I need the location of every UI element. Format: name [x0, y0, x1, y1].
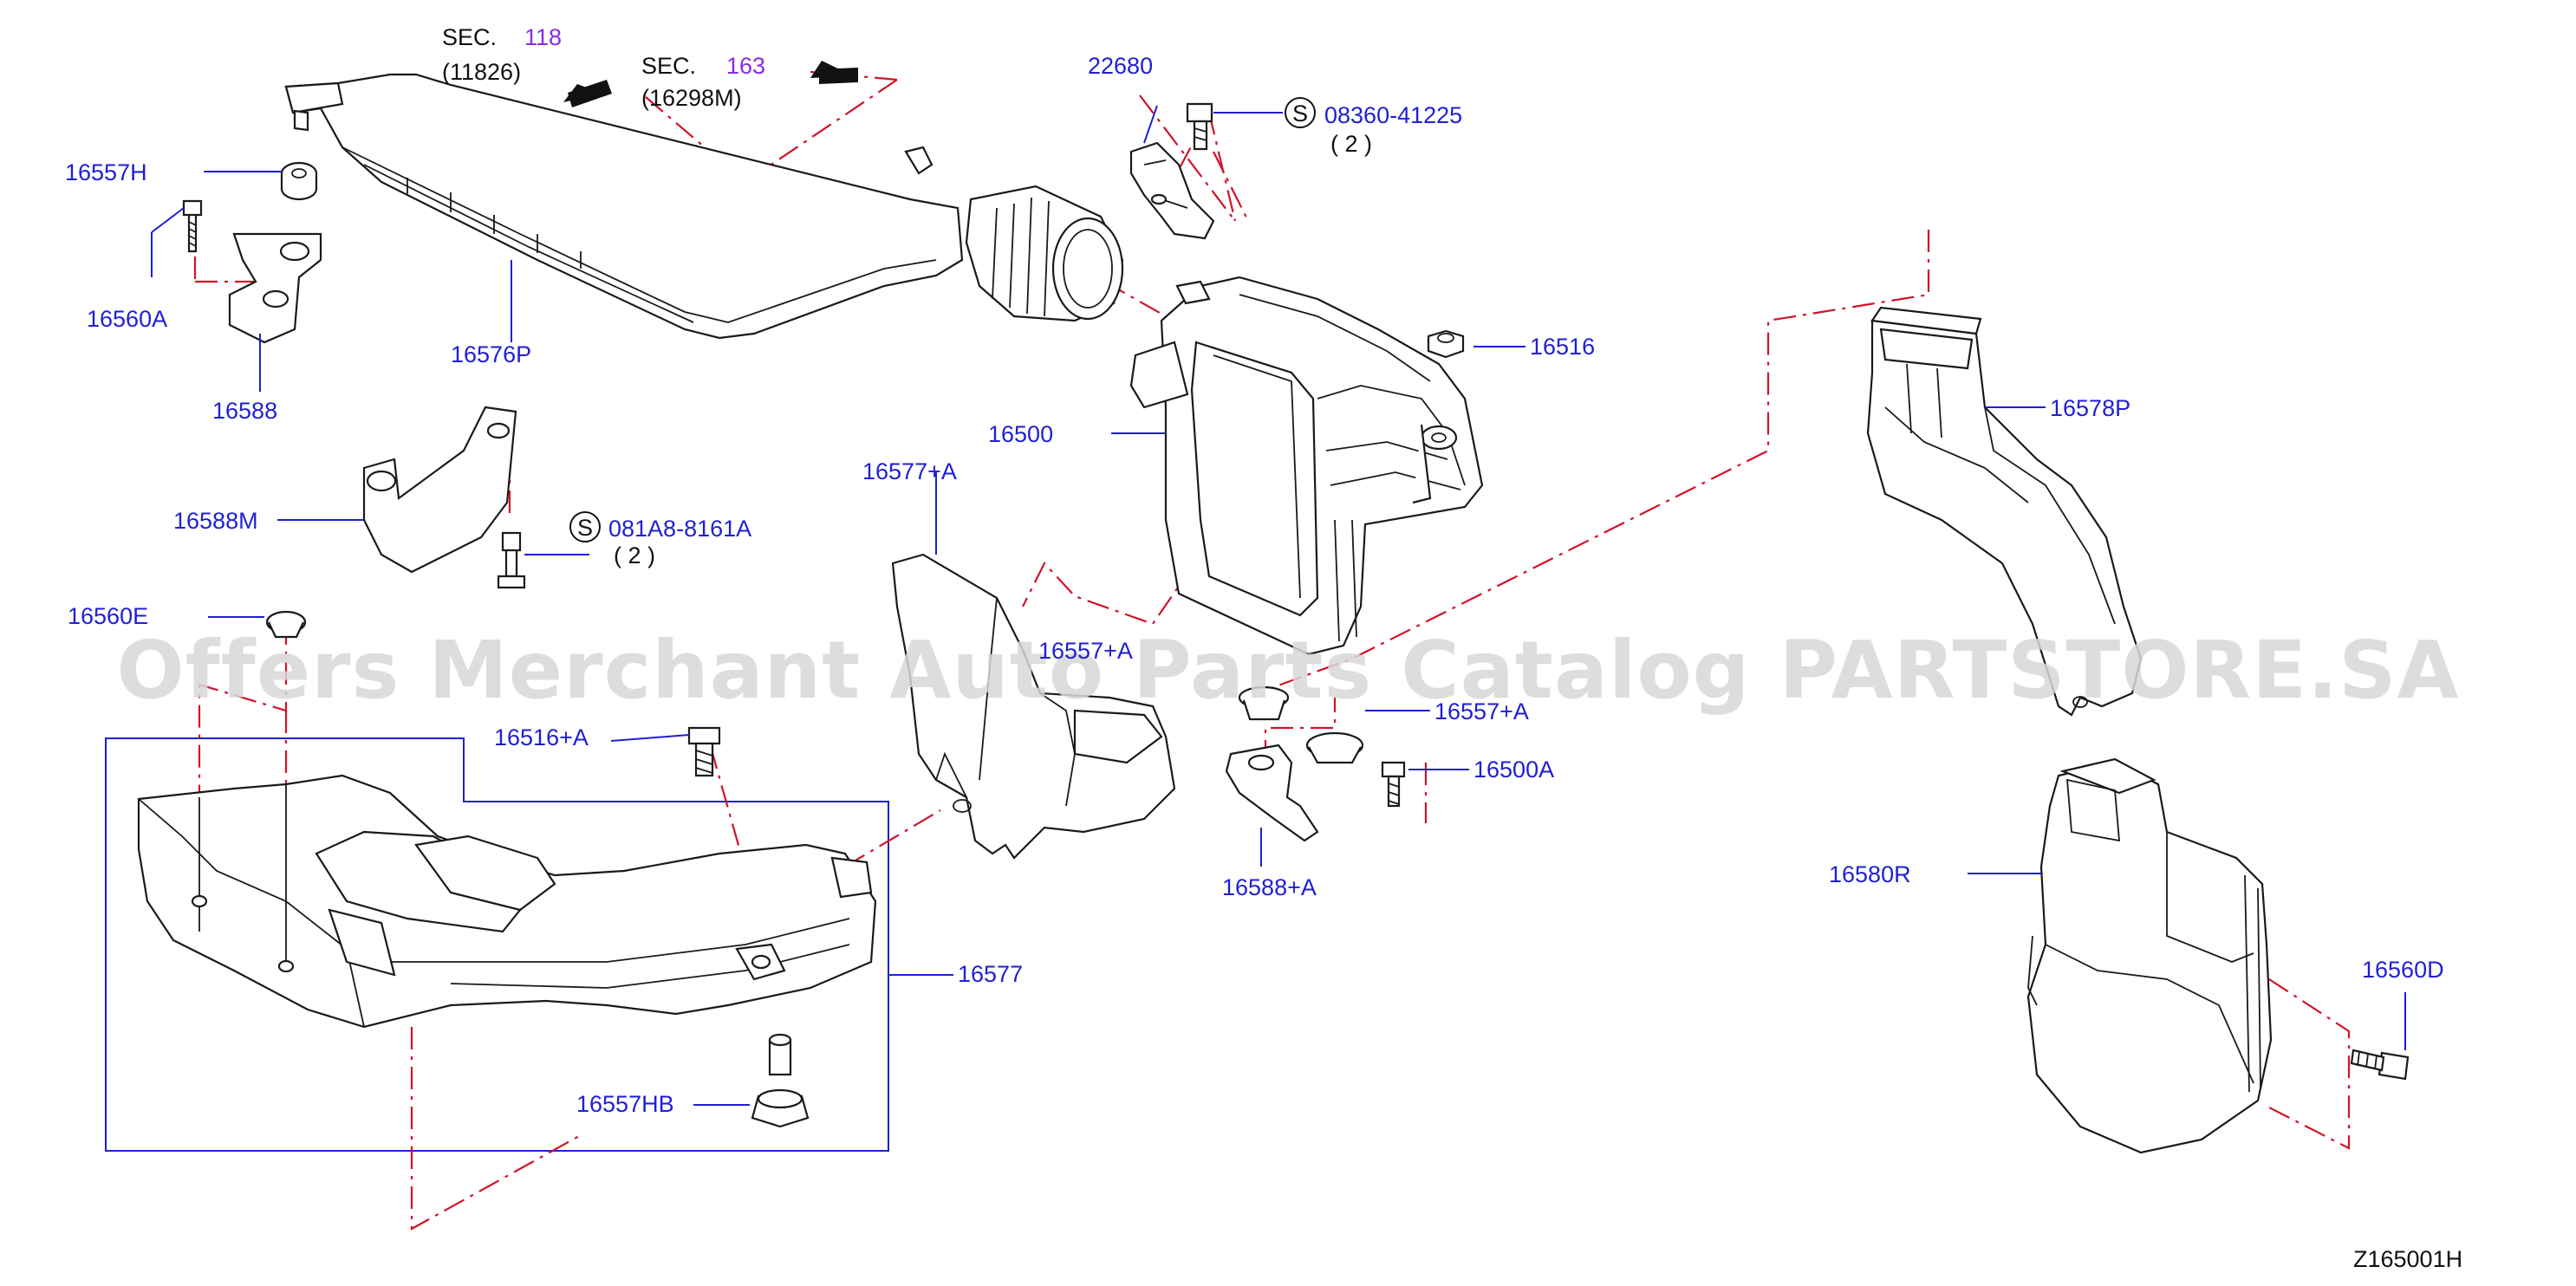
- label-16576P: 16576P: [451, 341, 531, 367]
- label-16577A-mid: 16557+A: [1038, 638, 1133, 664]
- std-symbol-2-text: S: [577, 515, 593, 541]
- label-16588: 16588: [212, 398, 277, 424]
- resonator-16577A: [891, 553, 1176, 860]
- assembly-frame: [105, 737, 889, 1152]
- label-16500A: 16500A: [1473, 757, 1554, 783]
- label-16578P: 16578P: [2050, 395, 2130, 421]
- upper-air-duct: [284, 73, 1124, 340]
- label-16577A: 16577+A: [862, 458, 957, 484]
- label-16516A: 16516+A: [494, 724, 589, 750]
- arrow-sec-163: [810, 61, 858, 84]
- bolt-081A8: [501, 531, 522, 578]
- resonator-16580R: [2026, 757, 2273, 1154]
- label-22680: 22680: [1088, 53, 1153, 79]
- arrow-sec-118: [563, 80, 612, 107]
- grommet-16557A-right: [1238, 685, 1364, 764]
- label-16500: 16500: [988, 421, 1053, 447]
- label-16580R: 16580R: [1829, 861, 1911, 887]
- watermark: Offers Merchant Auto Parts Catalog PARTS…: [116, 624, 2459, 717]
- label-16516: 16516: [1530, 334, 1595, 360]
- bracket-16588M: [362, 406, 526, 589]
- clip-16560E: [265, 610, 307, 639]
- nut-16516: [1427, 329, 1465, 359]
- duct-16578P: [1866, 306, 2143, 717]
- std-symbol-1: [1285, 97, 1316, 128]
- sec-118-number: 118: [524, 24, 562, 50]
- sec-163-sub: (16298M): [641, 85, 742, 111]
- label-16560D: 16560D: [2362, 957, 2444, 983]
- bolt-08360: [1186, 102, 1213, 151]
- bolt-16560D: [2350, 1049, 2410, 1081]
- label-16560A: 16560A: [87, 306, 167, 332]
- lower-air-duct: [137, 774, 877, 1029]
- label-16577: 16577: [958, 961, 1023, 987]
- label-16588M: 16588M: [173, 508, 258, 534]
- airflow-sensor-22680: [1129, 141, 1215, 240]
- sec-163-prefix: SEC.: [641, 53, 696, 79]
- label-16588A: 16588+A: [1222, 874, 1317, 900]
- std-symbol-1-text: S: [1292, 101, 1308, 127]
- bracket-16588A: [1225, 744, 1319, 842]
- label-08360-qty: ( 2 ): [1330, 131, 1372, 157]
- bolt-16560A: [182, 199, 203, 253]
- label-16560E: 16560E: [68, 603, 148, 629]
- label-16557HB: 16557HB: [576, 1091, 674, 1117]
- std-symbol-2: [569, 511, 601, 542]
- leader-lines: [151, 105, 2406, 1106]
- label-081A8-qty: ( 2 ): [614, 542, 655, 568]
- bolt-16500A: [1381, 761, 1406, 808]
- sec-163-number: 163: [726, 53, 765, 79]
- bracket-16588: [182, 161, 322, 344]
- label-16557A-right: 16557+A: [1434, 698, 1529, 724]
- label-16557H: 16557H: [65, 159, 147, 185]
- label-081A8-8161A: 081A8-8161A: [608, 516, 751, 542]
- label-08360-41225: 08360-41225: [1324, 102, 1462, 128]
- grommet-16557HB: [751, 1033, 810, 1128]
- sec-118-sub: (11826): [442, 59, 521, 85]
- sec-118-prefix: SEC.: [442, 24, 497, 50]
- air-cleaner-16500: [1129, 276, 1484, 656]
- figure-code: Z165001H: [2353, 1246, 2462, 1272]
- bolt-16516A: [687, 726, 721, 777]
